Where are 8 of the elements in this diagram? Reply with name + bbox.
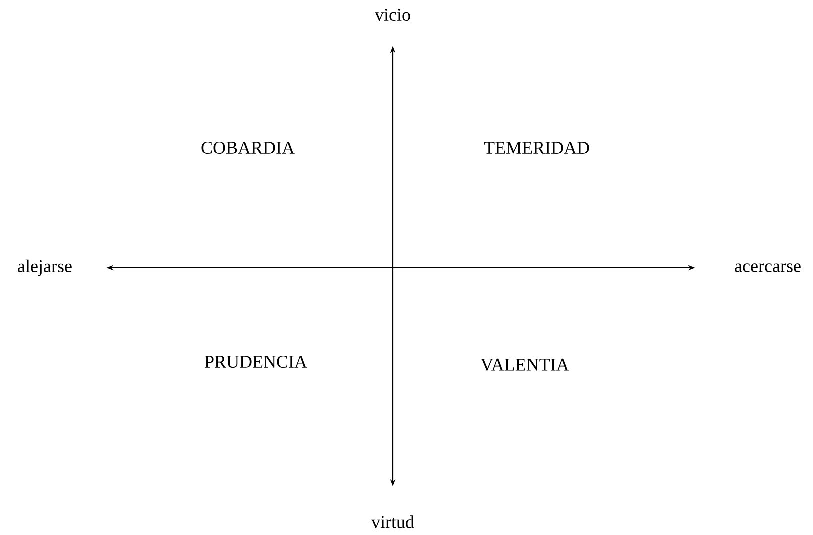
- axis-label: alejarse: [18, 260, 72, 276]
- axis-label: vicio: [375, 8, 410, 22]
- axis-label: acercarse: [735, 264, 801, 272]
- axis-label: virtud: [372, 516, 414, 528]
- quadrant-label: PRUDENCIA: [205, 356, 308, 368]
- quadrant-label: TEMERIDAD: [484, 142, 590, 154]
- quadrant-label: COBARDIA: [202, 142, 295, 154]
- quadrant-label: VALENTIA: [480, 358, 570, 372]
